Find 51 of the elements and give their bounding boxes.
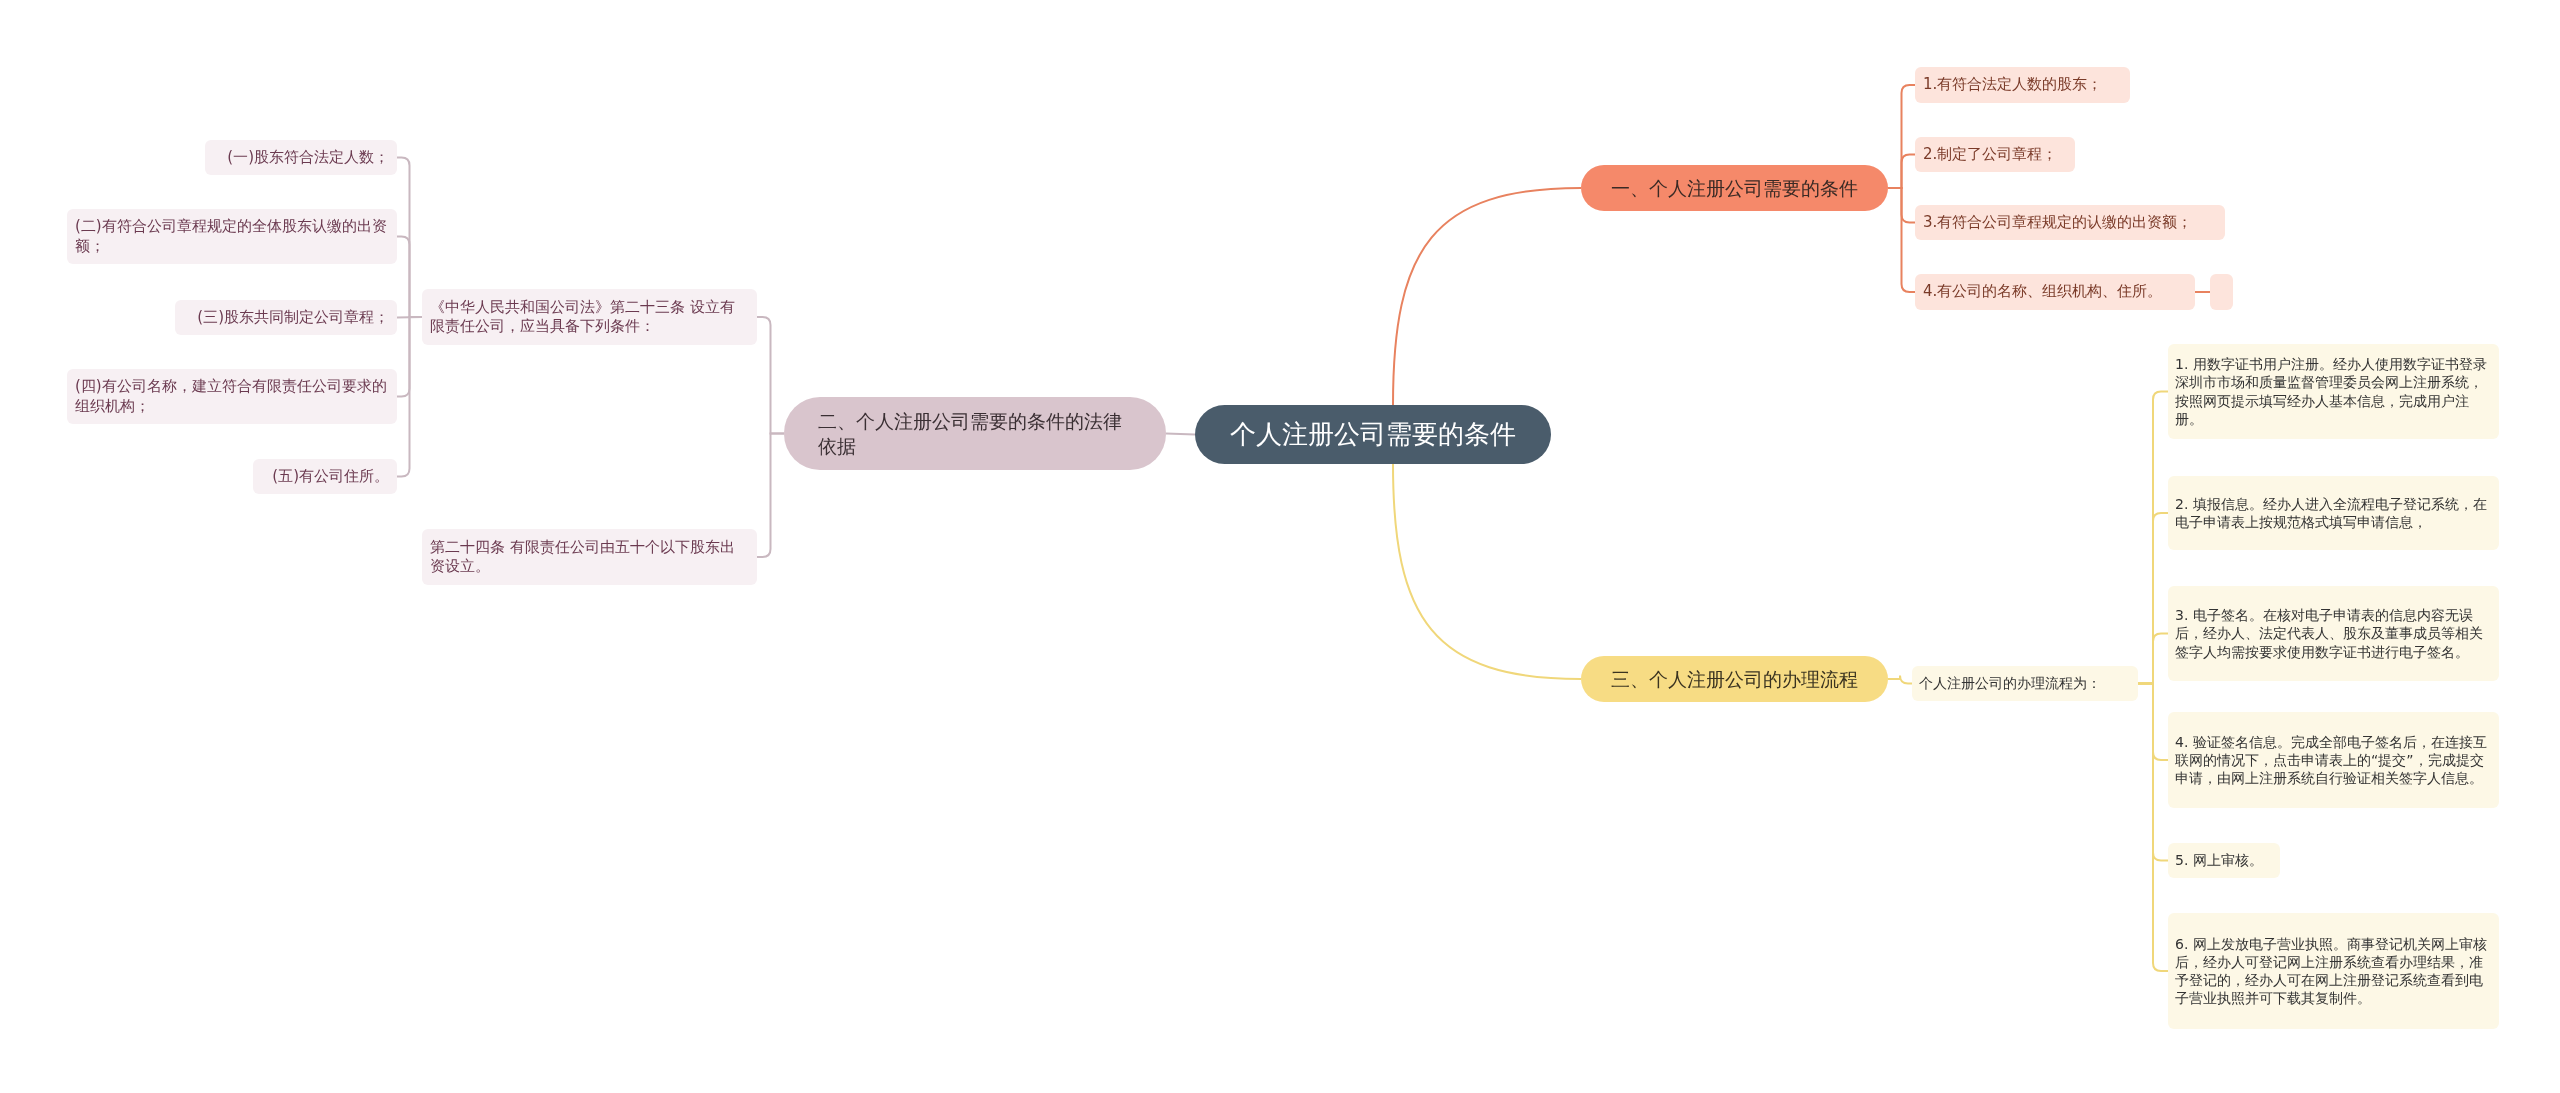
topic-text: (四)有公司名称，建立符合有限责任公司要求的组织机构； [75,377,388,416]
topic-text: (五)有公司住所。 [272,466,389,487]
topic-text: (二)有符合公司章程规定的全体股东认缴的出资额； [75,217,388,256]
connector-line [2137,682,2169,972]
connector-line [756,432,785,558]
topic-text: 三、个人注册公司的办理流程 [1611,666,1858,692]
topic-text: 《中华人民共和国公司法》第二十三条 设立有限责任公司，应当具备下列条件： [430,297,736,337]
subtopic-box [2168,476,2499,550]
connector-line [1165,432,1196,436]
connector-line [2194,291,2211,293]
topic-text: 2. 填报信息。经办人进入全流程电子登记系统，在电子申请表上按规范格式填写申请信息， [2175,494,2488,532]
topic-text: 6. 网上发放电子营业执照。商事登记机关网上审核后，经办人可登记网上注册系统查看办理结果，准予登记的，经办人可在网上注册登记系统查看到电子营业执照并可下载其复制件。 [2175,934,2488,1008]
subtopic-box [2168,913,2499,1029]
topic-text: 4. 验证签名信息。完成全部电子签名后，在连接互联网的情况下，点击申请表上的“提交”，完成提交申请，由网上注册系统自行验证相关签字人信息。 [2175,732,2488,788]
branch-topic [1581,165,1888,211]
topic-text: 个人注册公司的办理流程为： [1919,674,2101,693]
subtopic-box [2168,843,2280,878]
subtopic-box [2168,712,2499,808]
subtopic-box [205,140,397,175]
empty-box [2210,274,2233,310]
topic-text: 1.有符合法定人数的股东； [1923,75,2103,95]
subtopic-box [1915,137,2075,172]
topic-text: (一)股东符合法定人数； [227,147,389,168]
subtopic-box [1912,666,2138,701]
subtopic-box [175,300,397,335]
subtopic-box [2168,344,2499,439]
subtopic-box [2168,586,2499,681]
connector-line [396,316,423,478]
topic-text: 一、个人注册公司需要的条件 [1611,175,1858,201]
subtopic-box [67,369,397,424]
subtopic-box [253,459,397,494]
topic-text: 2.制定了公司章程； [1923,144,2058,165]
topic-text: 3.有符合公司章程规定的认缴的出资额； [1923,212,2193,233]
connector-line [1392,463,1582,680]
subtopic-box [1915,274,2195,310]
connector-line [1392,187,1582,406]
connector-line [1887,674,1913,685]
subtopic-box [1915,67,2130,103]
topic-text: 个人注册公司需要的条件 [1230,417,1516,451]
topic-text: 3. 电子签名。在核对电子申请表的信息内容无误后，经办人、法定代表人、股东及董事成员等相关签字人均需按要求使用数字证书进行电子签名。 [2175,606,2484,661]
topic-text: 1. 用数字证书用户注册。经办人使用数字证书登录深圳市市场和质量监督管理委员会网上注册系统，按照网页提示填写经办人基本信息，完成用户注册。 [2175,355,2488,428]
topic-text: 第二十四条 有限责任公司由五十个以下股东出资设立。 [430,537,736,577]
subtopic-box [422,289,757,345]
branch-topic [1581,656,1888,702]
subtopic-box [67,209,397,264]
topic-text: 5. 网上审核。 [2175,851,2263,870]
subtopic-box [1915,205,2225,240]
topic-text: 4.有公司的名称、组织机构、住所。 [1923,282,2163,302]
subtopic-box [422,529,757,585]
topic-text: (三)股东共同制定公司章程； [197,307,389,328]
topic-text: 二、个人注册公司需要的条件的法律依据 [818,408,1123,459]
